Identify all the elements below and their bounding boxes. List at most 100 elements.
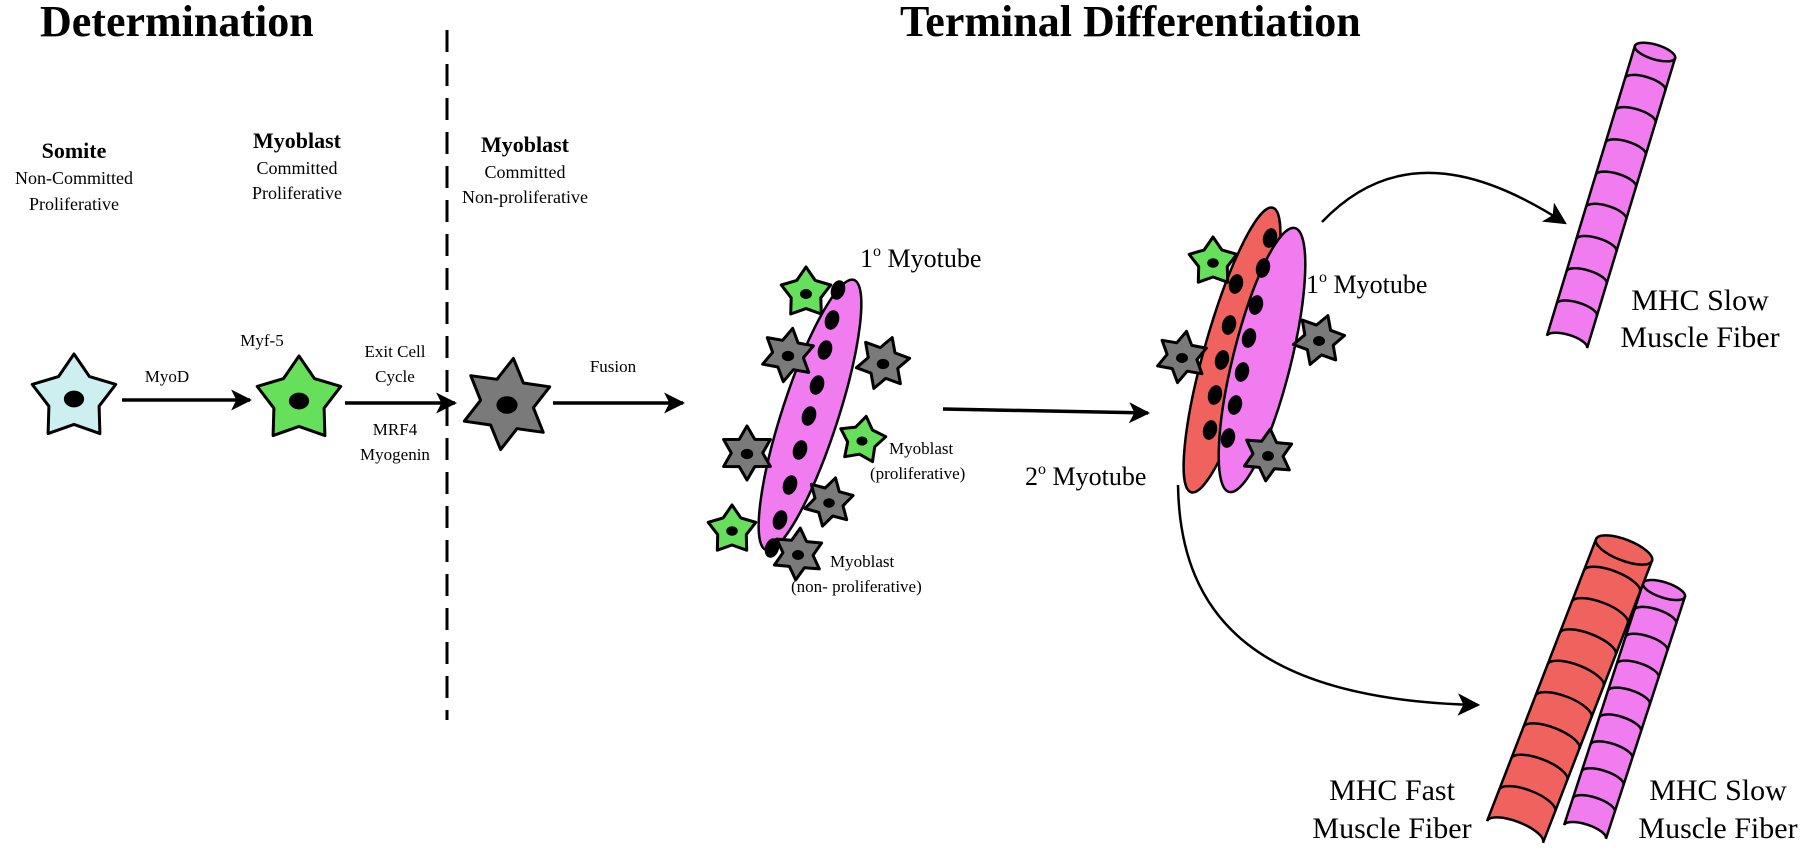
label-primary-myotube: 1o Myotube (860, 243, 981, 273)
myoblast-nonproliferative-cell-nucleus (496, 396, 518, 414)
cluster2-myoblast-grey-nucleus (1176, 353, 1188, 363)
cluster1-myoblast-grey (772, 526, 824, 582)
arrow-to-slow-fiber (1321, 171, 1567, 225)
fiber-fast (1485, 534, 1654, 844)
slow-fiber-bottom-segment (1633, 605, 1678, 625)
cluster1-myoblast-green-nucleus (726, 526, 738, 536)
factor-mrf4: MRF4 (373, 420, 418, 439)
secondary-myotube-nucleus (1207, 385, 1223, 405)
cluster2-myoblast-grey (1156, 329, 1208, 385)
secondary-myotube-nucleus (1220, 428, 1236, 448)
fiber-slow-bottom (1562, 578, 1687, 840)
secondary-myotube-nucleus (1234, 362, 1250, 382)
factor-exit-2: Cycle (375, 367, 415, 386)
secondary-myotube-nucleus (1255, 258, 1271, 278)
fast-fiber-segment (1510, 753, 1569, 781)
slow-fiber-bottom-segment (1580, 766, 1625, 786)
cluster1-myoblast-grey-nucleus (792, 550, 804, 560)
primary-myotube-nucleus (824, 310, 840, 330)
myoblast1-title: Myoblast (253, 128, 342, 153)
fiber-fast-label-1: MHC Fast (1329, 774, 1456, 807)
primary-myotube-nucleus (809, 375, 825, 395)
cluster1-myoblast-grey-nucleus (823, 498, 835, 508)
heading-determination: Determination (40, 0, 314, 46)
secondary-myotube-nucleus (1227, 395, 1243, 415)
somite-title: Somite (42, 138, 107, 163)
primary-myotube-nucleus (764, 538, 780, 558)
slow-fiber-top-segment (1604, 138, 1648, 156)
slow-fiber-top-segment (1584, 202, 1628, 220)
label-secondary-myotube: 2o Myotube (1025, 461, 1146, 491)
secondary-myotube-nucleus (1262, 228, 1278, 248)
slow-fiber-top-segment (1594, 170, 1638, 188)
primary-myotube-nucleus (817, 340, 833, 360)
slow-fiber-bottom-segment (1598, 713, 1643, 732)
cluster1-myoblast-green (839, 414, 888, 464)
label-myoblast-proliferative-1: Myoblast (889, 439, 954, 458)
primary-myotube-nucleus (782, 475, 798, 495)
slow-fiber-top-segment (1623, 73, 1667, 91)
cluster1-myoblast-green-nucleus (856, 436, 868, 446)
secondary-myotube-nucleus (1202, 420, 1218, 440)
arrow-to-fast-fiber (1176, 484, 1481, 716)
label-myoblast-nonproliferative-1: Myoblast (830, 552, 895, 571)
fast-fiber-segment (1522, 722, 1581, 750)
somite-cell (30, 352, 118, 436)
fiber-slow-bottom-label-1: MHC Slow (1649, 774, 1787, 807)
cluster1-myoblast-grey (761, 326, 815, 384)
cluster2-myoblast-green (1187, 235, 1239, 284)
cluster2-myoblast-green-nucleus (1207, 258, 1219, 268)
label-myoblast-nonproliferative-2: (non- proliferative) (791, 577, 922, 596)
stage-label-myoblast-proliferative: Myoblast Committed Proliferative (252, 128, 342, 203)
secondary-myotube-nucleus (1214, 350, 1230, 370)
slow-fiber-bottom-segment (1615, 659, 1660, 678)
arrow-secondary-myotube (942, 402, 1151, 424)
somite-line2: Proliferative (29, 194, 119, 214)
stage-label-myoblast-nonproliferative: Myoblast Committed Non-proliferative (462, 132, 588, 207)
myoblast2-line1: Committed (485, 162, 566, 182)
fast-fiber-cap (1594, 534, 1654, 566)
fiber-slow-top-label-2: Muscle Fiber (1620, 321, 1779, 354)
secondary-cluster-myoblasts (1156, 235, 1347, 483)
myoblast-nonproliferative-cell (462, 356, 552, 452)
myoblast1-line1: Committed (257, 158, 338, 178)
label-myoblast-proliferative-2: (proliferative) (870, 464, 965, 483)
cluster1-myoblast-grey-nucleus (781, 350, 795, 362)
fast-fiber-segment (1582, 565, 1642, 593)
factor-exit-1: Exit Cell (365, 342, 426, 361)
primary-myotube-cluster (706, 265, 912, 582)
primary-myotube-nucleus (830, 280, 846, 300)
slow-fiber-bottom-segment (1606, 686, 1652, 705)
myoblast-proliferative-cell (255, 354, 343, 438)
primary-myotube-nuclei (764, 280, 846, 558)
pathway-cells (30, 352, 552, 452)
myoblast1-line2: Proliferative (252, 183, 342, 203)
somite-cell-nucleus (63, 390, 85, 408)
cluster1-myoblast-grey-nucleus (876, 358, 890, 370)
myoblast2-line2: Non-proliferative (462, 187, 588, 207)
primary-myotube-nucleus (772, 510, 788, 530)
primary-myotube-2 (1217, 226, 1307, 494)
slow-fiber-top-segment (1575, 234, 1618, 252)
factor-myf5: Myf-5 (240, 331, 283, 350)
fiber-fast-label-2: Muscle Fiber (1312, 812, 1471, 845)
fiber-slow-bottom-label-2: Muscle Fiber (1638, 812, 1797, 845)
cluster2-myoblast-grey-nucleus (1313, 336, 1325, 346)
slow-fiber-top-segment (1555, 299, 1599, 317)
heading-terminal-differentiation: Terminal Differentiation (900, 0, 1361, 46)
slow-fiber-top-body (1545, 44, 1677, 349)
primary-myotube-nucleus (792, 440, 808, 460)
cluster1-myoblast-grey (803, 476, 855, 528)
fast-fiber-segment (1497, 784, 1557, 812)
secondary-myotube-nucleus (1248, 295, 1264, 315)
label-primary-myotube-2: 1o Myotube (1306, 269, 1427, 299)
cluster2-myoblast-grey-nucleus (1262, 451, 1274, 461)
fast-fiber-segment (1534, 690, 1593, 718)
myoblast2-title: Myoblast (481, 132, 570, 157)
slow-fiber-top-segment (1614, 105, 1657, 123)
factor-fusion: Fusion (590, 357, 637, 376)
secondary-myotube-cluster (1156, 206, 1347, 494)
slow-fiber-top-cap (1633, 41, 1677, 63)
myoblast-proliferative-cell-nucleus (288, 392, 310, 410)
